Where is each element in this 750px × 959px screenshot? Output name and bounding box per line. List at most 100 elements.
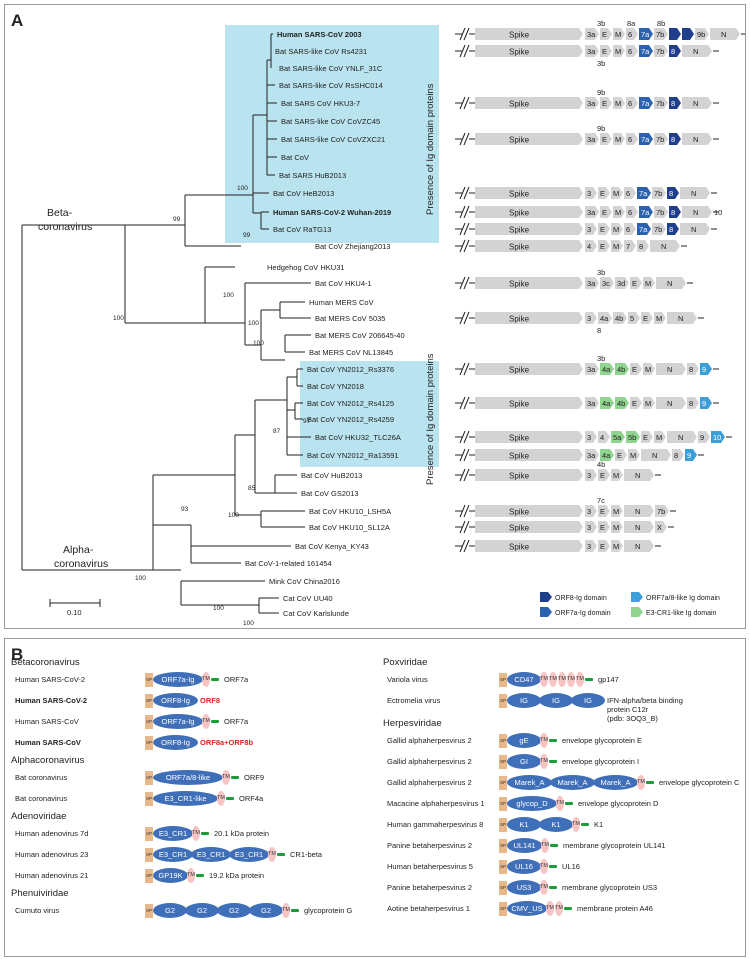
- spike-gene: [475, 363, 583, 375]
- orf-gene: [710, 28, 740, 40]
- spike-gene: [475, 97, 583, 109]
- orf-gene: [600, 363, 614, 375]
- orf-label: 7a: [641, 99, 650, 108]
- orf-label: 3a: [587, 451, 596, 460]
- orf-label: N: [635, 542, 640, 551]
- orf-above-label: 3b: [597, 268, 605, 277]
- orf-gene: [637, 223, 651, 235]
- orf-gene: [687, 397, 699, 409]
- ig-domain: glycop_D: [507, 796, 557, 811]
- protein-description: ORF9: [244, 773, 265, 782]
- virus-name: Bat coronavirus: [15, 794, 68, 803]
- signal-peptide: SP: [145, 848, 153, 862]
- taxon-label: Bat SARS-like CoV CoVZXC21: [281, 135, 385, 144]
- orf-gene: [611, 521, 623, 533]
- virus-name: Bat coronavirus: [15, 773, 68, 782]
- orf-label: 7: [626, 242, 630, 251]
- orf-label: 8: [671, 99, 675, 108]
- orf-label: 9: [700, 433, 704, 442]
- orf-gene: [667, 312, 697, 324]
- orf-gene: [611, 240, 623, 252]
- orf-above-label: 8a: [627, 19, 636, 28]
- orf-gene: [698, 431, 710, 443]
- taxon-label: Bat SARS-like CoV Rs4231: [275, 47, 367, 56]
- orf-label: 3a: [587, 399, 596, 408]
- genome-break: [459, 132, 466, 146]
- virus-name: Cumuto virus: [15, 906, 60, 915]
- taxon-label: Bat SARS-like CoV YNLF_31C: [279, 64, 383, 73]
- orf-below-label: 8: [597, 326, 601, 335]
- bootstrap-value: 85: [248, 485, 256, 492]
- spike-gene: [475, 505, 583, 517]
- orf-label: 3: [587, 471, 591, 480]
- cytoplasmic-tail: [549, 760, 557, 763]
- orf-gene: [669, 133, 681, 145]
- ig-domain: E3_CR1: [153, 826, 193, 841]
- orf-label: E: [602, 99, 607, 108]
- orf-label: M: [613, 189, 619, 198]
- taxon-category: Herpesviridae: [383, 718, 442, 729]
- genome-break: [463, 520, 470, 534]
- protein-description: glycoprotein G: [304, 906, 353, 915]
- transmembrane-domain: TM: [540, 672, 548, 687]
- orf-gene: [615, 277, 629, 289]
- spike-label: Spike: [509, 48, 530, 57]
- orf-gene: [669, 45, 681, 57]
- orf-label: M: [613, 471, 619, 480]
- taxon-label: Bat CoV HKU4-1: [315, 279, 372, 288]
- orf-gene: [613, 45, 625, 57]
- orf-tail-label: 10: [714, 208, 722, 217]
- orf-gene: [639, 206, 653, 218]
- cytoplasmic-tail: [550, 844, 558, 847]
- spike-gene: [475, 28, 583, 40]
- bootstrap-value: 99: [243, 232, 251, 239]
- ig-domain: ORF7a-Ig: [153, 714, 203, 729]
- ig-domain: E3_CR1: [153, 847, 193, 862]
- genome-break: [459, 504, 466, 518]
- ig-domain: GI: [507, 754, 541, 769]
- orf-label: N: [635, 523, 640, 532]
- genome-break: [459, 27, 466, 41]
- orf-label: E: [600, 523, 605, 532]
- transmembrane-domain: TM: [540, 733, 548, 748]
- bootstrap-value: 99: [173, 216, 181, 223]
- taxon-label: Bat CoV HKU32_TLC26A: [315, 433, 401, 442]
- genome-break: [459, 96, 466, 110]
- transmembrane-domain: TM: [282, 903, 290, 918]
- transmembrane-domain: TM: [192, 826, 200, 841]
- taxon-label: Bat CoV YN2012_Rs4125: [307, 399, 394, 408]
- orf-gene: [585, 206, 599, 218]
- genome-break: [463, 205, 470, 219]
- taxon-alpha-line2: coronavirus: [54, 558, 108, 570]
- taxon-label: Bat SARS CoV HKU3-7: [281, 99, 360, 108]
- signal-peptide: SP: [145, 869, 153, 883]
- orf-label: M: [613, 242, 619, 251]
- cytoplasmic-tail: [564, 907, 572, 910]
- protein-description: ORF8a+ORF8b: [200, 738, 254, 747]
- spike-label: Spike: [509, 366, 530, 375]
- ig-domain: G2: [185, 903, 219, 918]
- orf-gene: [639, 133, 653, 145]
- taxon-alpha-line1: Alpha-: [63, 544, 94, 556]
- spike-gene: [475, 540, 583, 552]
- bootstrap-value: 87: [273, 428, 281, 435]
- transmembrane-domain: TM: [558, 672, 566, 687]
- orf-gene: [641, 312, 653, 324]
- orf-gene: [643, 397, 655, 409]
- orf-label: 6: [628, 47, 632, 56]
- spike-gene: [475, 240, 583, 252]
- orf-label: 7b: [656, 30, 664, 39]
- orf-label: 4: [587, 242, 591, 251]
- orf-gene: [654, 28, 668, 40]
- orf-gene: [585, 540, 597, 552]
- ig-presence-label-alpha: Presence of Ig domain proteins: [425, 353, 436, 485]
- orf-label: M: [615, 30, 621, 39]
- orf-label: 6: [626, 225, 630, 234]
- taxon-label: Bat CoV YN2012_Ra13591: [307, 451, 399, 460]
- orf-gene: [637, 187, 651, 199]
- cytoplasmic-tail: [549, 865, 557, 868]
- orf-gene: [624, 223, 636, 235]
- scale-label: 0.10: [67, 608, 82, 617]
- genome-break: [459, 448, 466, 462]
